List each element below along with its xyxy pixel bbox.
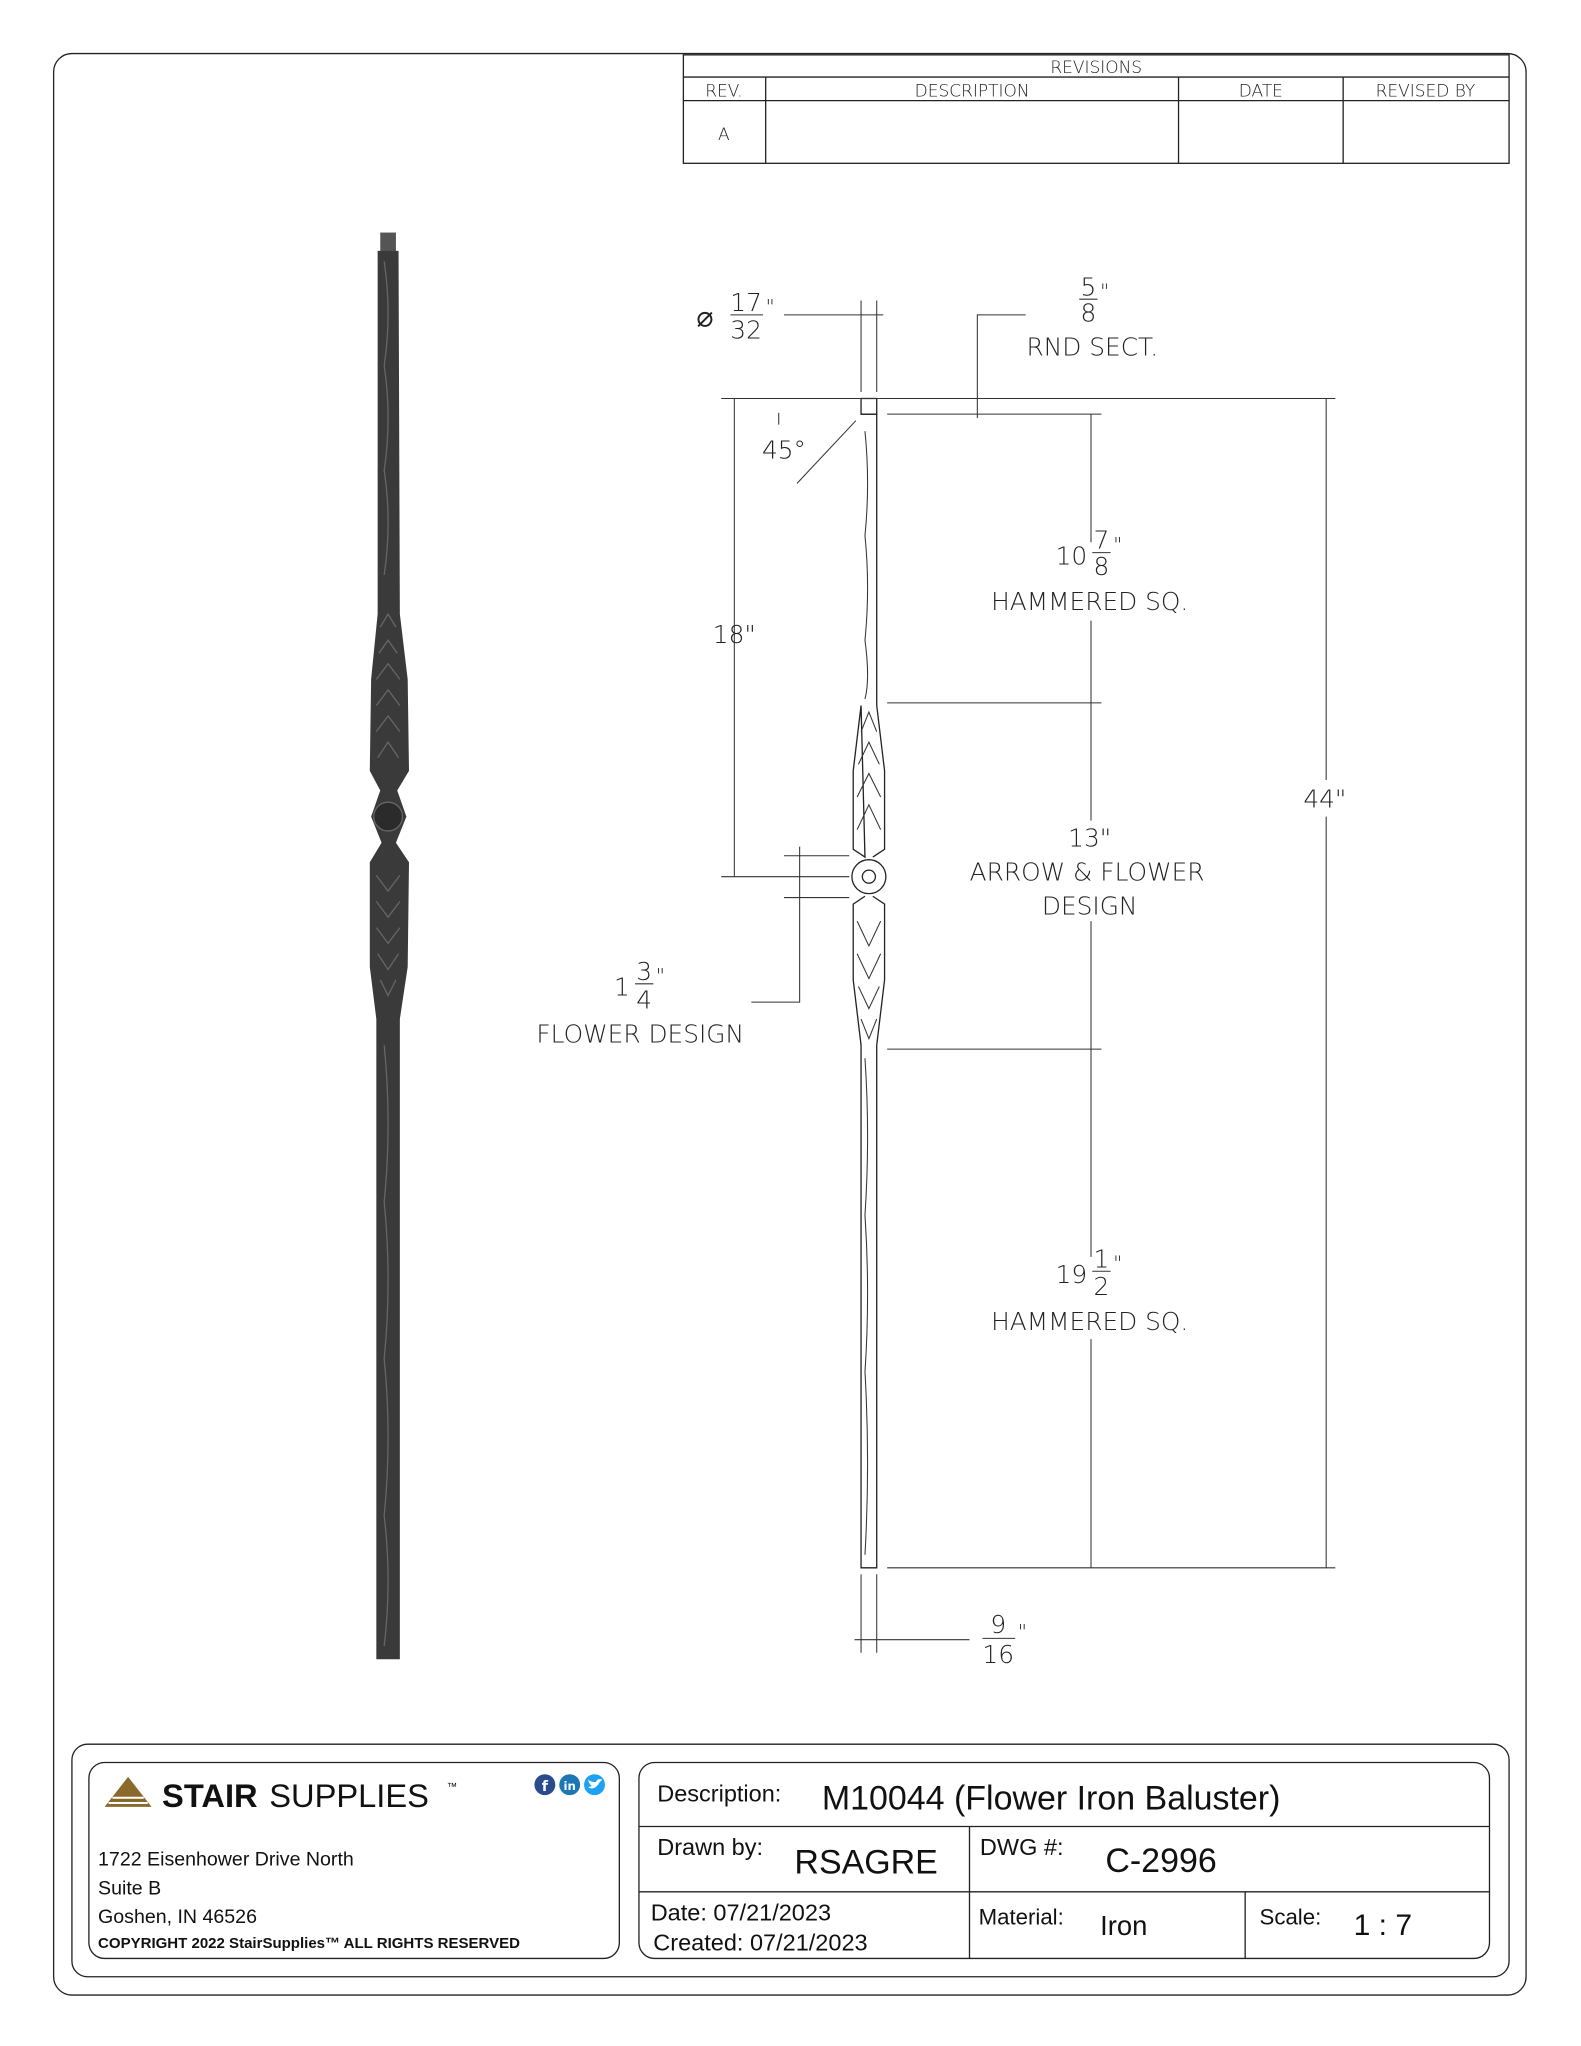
svg-text:RND SECT.: RND SECT. <box>1026 332 1158 361</box>
drawn-by-label: Drawn by: <box>657 1834 763 1860</box>
svg-text:3: 3 <box>636 957 652 986</box>
svg-text:": " <box>1018 1620 1027 1643</box>
scale-value: 1 : 7 <box>1354 1909 1412 1942</box>
svg-text:9: 9 <box>990 1610 1006 1639</box>
svg-text:4: 4 <box>636 986 652 1015</box>
svg-text:DESIGN: DESIGN <box>1042 892 1138 921</box>
dimension-flower: 1 3 4 " FLOWER DESIGN <box>536 957 744 1049</box>
dimension-angle: 45° <box>762 436 806 465</box>
svg-text:HAMMERED SQ.: HAMMERED SQ. <box>991 587 1188 616</box>
copyright: COPYRIGHT 2022 StairSupplies™ ALL RIGHTS… <box>98 1935 520 1952</box>
dwg-value: C-2996 <box>1105 1842 1216 1880</box>
date-header: DATE <box>1239 82 1283 102</box>
svg-text:": " <box>766 296 775 319</box>
revisions-title: REVISIONS <box>1050 58 1142 78</box>
svg-text:": " <box>656 964 665 987</box>
rev-header: REV. <box>705 82 742 102</box>
svg-text:1: 1 <box>614 973 630 1002</box>
dimension-overall: 44" <box>1303 784 1346 813</box>
svg-text:1: 1 <box>1094 1244 1110 1273</box>
created-value: Created: 07/21/2023 <box>653 1930 867 1956</box>
stairsupplies-logo: STAIR SUPPLIES ™ <box>104 1776 457 1814</box>
svg-text:13": 13" <box>1068 824 1111 853</box>
svg-text:⌀: ⌀ <box>696 300 713 334</box>
address-line3: Goshen, IN 46526 <box>98 1906 257 1928</box>
svg-text:8: 8 <box>1080 298 1096 327</box>
svg-text:™: ™ <box>447 1782 457 1793</box>
svg-text:in: in <box>563 1779 575 1793</box>
linkedin-icon[interactable] <box>559 1774 581 1796</box>
svg-text:SUPPLIES: SUPPLIES <box>269 1777 429 1814</box>
svg-text:5: 5 <box>1080 272 1096 301</box>
description-header: DESCRIPTION <box>915 82 1030 102</box>
material-value: Iron <box>1100 1910 1147 1941</box>
dimension-18: 18" <box>713 620 756 649</box>
svg-text:32: 32 <box>730 315 762 344</box>
svg-text:f: f <box>542 1779 549 1795</box>
facebook-icon[interactable] <box>534 1774 556 1796</box>
dimension-top-hammered: 10 7 8 " HAMMERED SQ. <box>991 526 1188 616</box>
svg-text:10: 10 <box>1056 541 1088 570</box>
company-info: STAIR SUPPLIES ™ f in 1722 Eisenhower Dr… <box>88 1761 620 1960</box>
svg-text:ARROW & FLOWER: ARROW & FLOWER <box>970 858 1205 887</box>
baluster-front-view <box>851 397 887 1569</box>
svg-text:": " <box>1100 280 1109 303</box>
drawing-info: Description: M10044 (Flower Iron Baluste… <box>638 1761 1491 1960</box>
svg-text:": " <box>1113 1252 1122 1275</box>
svg-text:HAMMERED SQ.: HAMMERED SQ. <box>991 1307 1188 1336</box>
dwg-label: DWG #: <box>980 1834 1064 1860</box>
title-block-border <box>71 1743 1510 1978</box>
date-value: Date: 07/21/2023 <box>651 1900 831 1926</box>
dimension-square: 9 16 " <box>982 1610 1026 1669</box>
svg-text:FLOWER DESIGN: FLOWER DESIGN <box>536 1020 744 1049</box>
description-label: Description: <box>657 1781 781 1807</box>
svg-text:19: 19 <box>1056 1260 1088 1289</box>
dimension-diameter: ⌀ 17 32 " <box>696 288 774 344</box>
svg-text:2: 2 <box>1094 1272 1110 1301</box>
svg-text:16: 16 <box>982 1640 1014 1669</box>
revisions-table: REVISIONS REV. DESCRIPTION DATE REVISED … <box>682 54 1510 164</box>
svg-text:STAIR: STAIR <box>162 1777 258 1814</box>
dimension-round-section: 5 8 " RND SECT. <box>1026 272 1158 361</box>
address-line1: 1722 Eisenhower Drive North <box>98 1849 354 1871</box>
material-label: Material: <box>979 1904 1064 1929</box>
revised-by-header: REVISED BY <box>1376 82 1476 102</box>
svg-text:17: 17 <box>730 288 762 317</box>
scale-label: Scale: <box>1260 1904 1322 1929</box>
address-line2: Suite B <box>98 1877 161 1899</box>
baluster-3d-view <box>369 232 409 1660</box>
description-value: M10044 (Flower Iron Baluster) <box>822 1780 1281 1818</box>
dimension-middle: 13" ARROW & FLOWER DESIGN <box>970 824 1205 921</box>
dimension-bottom-hammered: 19 1 2 " HAMMERED SQ. <box>991 1244 1188 1336</box>
rev-value: A <box>718 125 730 145</box>
svg-text:8: 8 <box>1094 552 1110 581</box>
sheet-border <box>52 52 1527 1996</box>
dimension-lines <box>721 300 1336 1653</box>
svg-text:": " <box>1113 533 1122 556</box>
drawn-by-value: RSAGRE <box>794 1844 937 1882</box>
svg-text:7: 7 <box>1094 526 1110 555</box>
